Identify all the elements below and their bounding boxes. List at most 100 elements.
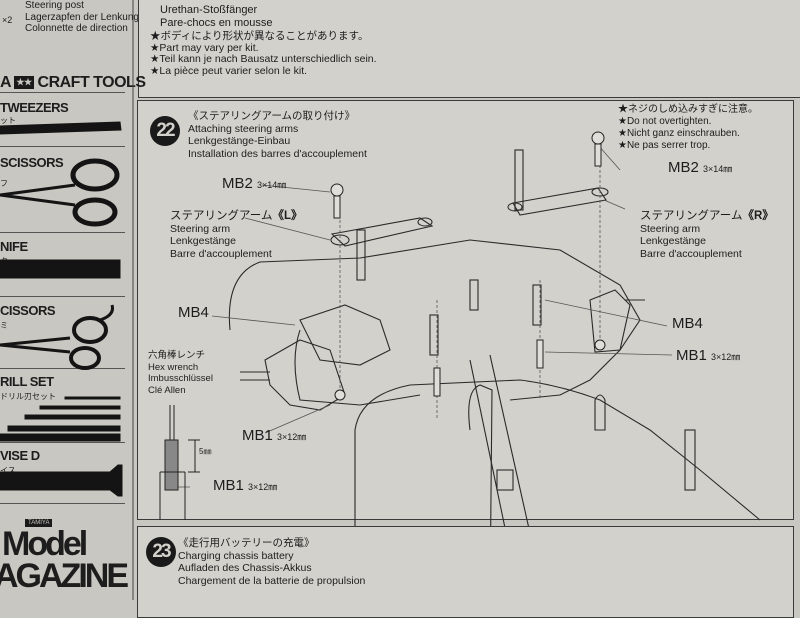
step-23-title: 《走行用バッテリーの充電》 Charging chassis battery A… bbox=[178, 537, 365, 587]
arm-jp: ステアリングアーム bbox=[170, 210, 273, 222]
hex-jp: 六角棒レンチ bbox=[148, 350, 206, 361]
model-magazine-logo: Model AGAZINE bbox=[0, 525, 129, 595]
label-mb1-bottom: MB1 3×12㎜ bbox=[213, 477, 278, 494]
part-code: MB1 bbox=[676, 347, 707, 364]
knife-icon bbox=[0, 259, 121, 279]
divider bbox=[0, 442, 125, 443]
title-de: Lenkgestänge-Einbau bbox=[188, 135, 291, 147]
title-jp: 《走行用バッテリーの充電》 bbox=[178, 537, 315, 549]
part-size: 3×12㎜ bbox=[277, 432, 307, 442]
drill-set-icon bbox=[0, 396, 121, 442]
title-en: Charging chassis battery bbox=[178, 549, 294, 562]
hex-fr: Clé Allen bbox=[148, 384, 186, 396]
bumper-fr: Pare-chocs en mousse bbox=[160, 16, 273, 29]
tool-scissors2-sub: ミ bbox=[0, 321, 8, 330]
part-code: MB1 bbox=[213, 477, 244, 494]
warning-de: ★Nicht ganz einschrauben. bbox=[618, 128, 740, 139]
step-22-number: 22 bbox=[150, 116, 180, 146]
note-en: ★Part may vary per kit. bbox=[150, 41, 259, 54]
warning-fr: ★Ne pas serrer trop. bbox=[618, 140, 711, 151]
part-quantity: ×2 bbox=[2, 15, 13, 25]
chassis-frame bbox=[354, 379, 761, 600]
part-size: 3×12㎜ bbox=[711, 352, 741, 362]
label-mb4-left: MB4 bbox=[178, 304, 209, 321]
tool-illustrations bbox=[0, 0, 134, 600]
screw-mb1-center bbox=[433, 367, 441, 397]
previous-step-box bbox=[138, 0, 800, 98]
label-mb1-mid: MB1 3×12㎜ bbox=[242, 428, 307, 444]
arm-fr: Barre d'accouplement bbox=[170, 247, 272, 260]
part-code: MB2 bbox=[222, 175, 253, 192]
arm-side: 《R》 bbox=[742, 210, 774, 222]
part-name-de: Lagerzapfen der Lenkung bbox=[25, 11, 139, 23]
title-en: Attaching steering arms bbox=[188, 122, 299, 135]
scissors-icon bbox=[0, 158, 120, 227]
part-size: 3×14㎜ bbox=[257, 180, 287, 190]
left-knuckle bbox=[264, 339, 346, 411]
arm-de: Lenkgestänge bbox=[640, 235, 706, 247]
tamiya-star-logo: ★★ bbox=[14, 76, 34, 89]
tool-vise-title: VISE D bbox=[0, 448, 40, 463]
tool-tweezers-title: TWEEZERS bbox=[0, 100, 69, 115]
note-fr: ★La pièce peut varier selon le kit. bbox=[150, 64, 308, 77]
bumper-text: Urethan-Stoßfänger Pare-chocs en mousse bbox=[160, 4, 273, 29]
tool-drill-title: RILL SET bbox=[0, 374, 54, 389]
note-de: ★Teil kann je nach Bausatz unterschiedli… bbox=[150, 53, 377, 65]
steering-post bbox=[356, 229, 366, 281]
tamiya-logo: TAMIYA bbox=[25, 519, 53, 527]
step-23-number: 23 bbox=[146, 537, 176, 567]
divider bbox=[0, 296, 125, 297]
label-mb2-left: MB2 3×14㎜ bbox=[222, 175, 287, 192]
arm-jp: ステアリングアーム bbox=[640, 210, 743, 222]
magazine-line1: Model bbox=[2, 525, 88, 563]
title-jp: 《ステアリングアームの取り付け》 bbox=[188, 110, 356, 122]
screw-mb2-left bbox=[330, 183, 344, 197]
label-steering-arm-left: ステアリングアーム《L》 Steering arm Lenkgestänge B… bbox=[170, 210, 303, 260]
bumper-de: Urethan-Stoßfänger bbox=[160, 4, 258, 16]
spacer bbox=[429, 314, 439, 356]
tool-knife-title: NIFE bbox=[0, 239, 28, 254]
tool-scissors-title: SCISSORS bbox=[0, 155, 64, 170]
tool-vise-sub: イス bbox=[0, 466, 16, 475]
divider bbox=[0, 232, 125, 233]
steering-assembly-illustration bbox=[159, 131, 761, 600]
part-code: MB2 bbox=[668, 159, 699, 176]
overtighten-warning: ★ネジのしめ込みすぎに注意。 ★Do not overtighten. ★Nic… bbox=[618, 104, 758, 152]
depth-label: 5㎜ bbox=[199, 447, 212, 456]
header-text: CRAFT TOOLS bbox=[37, 74, 146, 91]
magazine-line2: AGAZINE bbox=[0, 557, 129, 595]
arm-de: Lenkgestänge bbox=[170, 235, 236, 247]
note-jp: ★ボディにより形状が異なることがあります。 bbox=[150, 30, 369, 42]
arm-en: Steering arm bbox=[640, 222, 701, 235]
scissors2-icon bbox=[0, 304, 114, 370]
warning-jp: ★ネジのしめ込みすぎに注意。 bbox=[618, 104, 758, 115]
label-hex-wrench: 六角棒レンチ Hex wrench Imbusschlüssel Clé All… bbox=[148, 350, 213, 396]
arm-en: Steering arm bbox=[170, 222, 231, 235]
tool-drill-sub: ドリル刃セット bbox=[0, 392, 56, 401]
screw-mb2-right bbox=[591, 131, 605, 145]
warning-en: ★Do not overtighten. bbox=[618, 116, 712, 127]
tool-scissors2-title: CISSORS bbox=[0, 303, 56, 318]
tool-scissors-sub: フ bbox=[0, 179, 8, 188]
part-size: 3×14㎜ bbox=[703, 164, 733, 174]
right-knuckle bbox=[589, 289, 631, 353]
divider bbox=[0, 146, 125, 147]
divider bbox=[0, 503, 125, 504]
hex-en: Hex wrench bbox=[148, 361, 199, 373]
title-de: Aufladen des Chassis-Akkus bbox=[178, 562, 312, 574]
hex-wrench-detail bbox=[159, 405, 200, 520]
part-size: 3×12㎜ bbox=[248, 482, 278, 492]
spacer bbox=[532, 284, 542, 326]
title-fr: Chargement de la batterie de propulsion bbox=[178, 574, 366, 587]
title-fr: Installation des barres d'accouplement bbox=[188, 147, 367, 160]
divider bbox=[0, 92, 125, 93]
screw-mb1-right bbox=[536, 339, 544, 369]
hex-de: Imbusschlüssel bbox=[148, 373, 213, 384]
chassis-outline bbox=[228, 239, 641, 401]
part-variation-note: ★ボディにより形状が異なることがあります。 ★Part may vary per… bbox=[150, 30, 377, 77]
vise-icon bbox=[0, 464, 123, 497]
tool-tweezers-sub: ット bbox=[0, 116, 16, 125]
divider bbox=[0, 368, 125, 369]
label-mb4-right: MB4 bbox=[672, 315, 703, 332]
left-axle bbox=[240, 371, 270, 381]
